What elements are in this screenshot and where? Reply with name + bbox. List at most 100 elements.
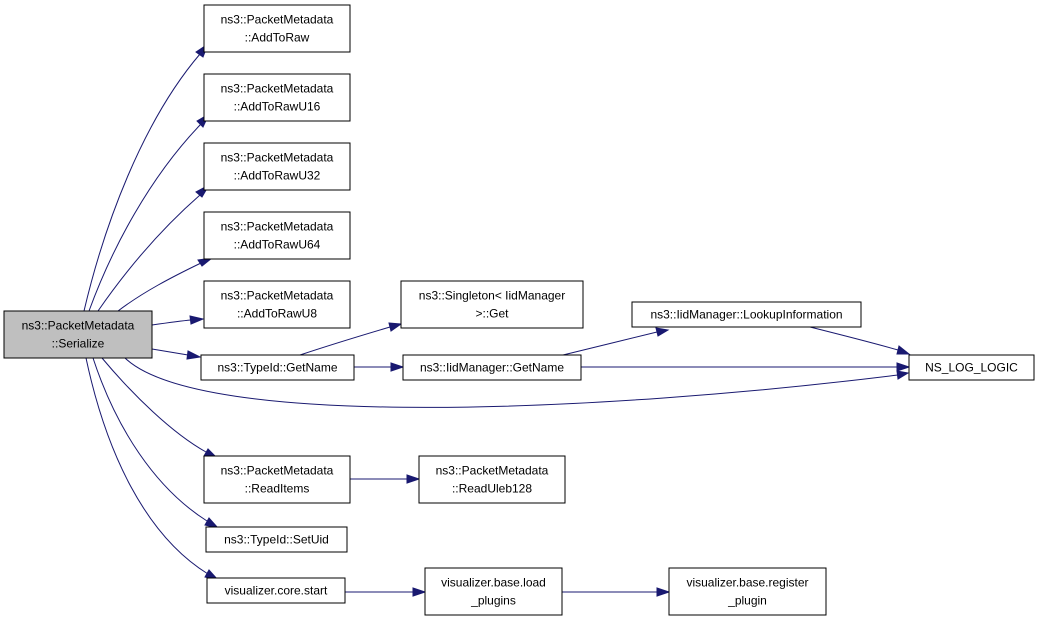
node-label: ns3::TypeId::GetName: [217, 361, 337, 375]
arrowhead-icon: [189, 315, 205, 325]
edge-line: [88, 123, 202, 312]
node-label: ns3::PacketMetadata: [221, 13, 334, 27]
node-load-plugins[interactable]: visualizer.base.load _plugins: [424, 567, 563, 616]
edge-line: [117, 262, 202, 312]
edge-serialize-to-addtorawu64: [117, 257, 214, 312]
node-label: ::AddToRawU32: [234, 169, 321, 183]
node-addtorawu32[interactable]: ns3::PacketMetadata::AddToRawU32: [203, 142, 351, 191]
edge-typeid-getname-to-singleton-get: [299, 322, 403, 356]
edge-line: [299, 326, 391, 356]
arrowhead-icon: [390, 362, 405, 372]
edge-line: [151, 348, 189, 356]
node-label: ns3::PacketMetadata: [436, 464, 549, 478]
edge-line: [83, 53, 201, 312]
node-label: ::AddToRawU64: [234, 238, 321, 252]
node-label: ns3::PacketMetadata: [221, 464, 334, 478]
node-label: visualizer.base.load: [441, 576, 546, 590]
node-label: ns3::TypeId::SetUid: [224, 533, 329, 547]
node-readuleb128[interactable]: ns3::PacketMetadata::ReadUleb128: [418, 455, 566, 504]
arrowhead-icon: [896, 370, 910, 380]
node-box: [205, 526, 348, 553]
node-box: [668, 567, 827, 616]
node-label: ns3::Singleton< IidManager: [419, 289, 565, 303]
node-box: [424, 567, 563, 616]
node-label: ns3::PacketMetadata: [221, 151, 334, 165]
arrowhead-icon: [388, 322, 403, 332]
edge-line: [85, 357, 209, 575]
node-label: ns3::IidManager::GetName: [420, 361, 564, 375]
node-ns-log-logic[interactable]: NS_LOG_LOGIC: [908, 354, 1035, 381]
edge-serialize-to-addtorawu32: [97, 183, 211, 312]
node-label: ::Serialize: [52, 337, 105, 351]
node-label: ::AddToRawU16: [234, 100, 321, 114]
node-addtorawu64[interactable]: ns3::PacketMetadata::AddToRawU64: [203, 211, 351, 260]
node-box: [203, 211, 351, 260]
node-box: [418, 455, 566, 504]
arrowhead-icon: [406, 474, 421, 484]
node-box: [3, 310, 153, 359]
node-singleton-get[interactable]: ns3::Singleton< IidManager>::Get: [400, 280, 584, 329]
node-label: visualizer.core.start: [225, 584, 328, 598]
node-label: _plugins: [470, 594, 516, 608]
node-label: ns3::PacketMetadata: [22, 319, 135, 333]
node-lookupinformation[interactable]: ns3::IidManager::LookupInformation: [631, 301, 862, 328]
node-label: _plugin: [727, 594, 767, 608]
node-box: [200, 354, 355, 381]
arrowhead-icon: [412, 587, 427, 597]
arrowhead-icon: [186, 350, 202, 360]
call-nodes: ns3::PacketMetadata::Serializens3::Packe…: [3, 4, 1035, 616]
node-box: [402, 354, 582, 381]
node-label: ::AddToRawU8: [237, 307, 317, 321]
edge-serialize-to-setuid: [92, 357, 220, 529]
edge-readitems-to-readuleb128: [350, 474, 421, 484]
node-box: [203, 142, 351, 191]
node-core-start[interactable]: visualizer.core.start: [206, 577, 346, 604]
edge-load-plugins-to-register-plugin: [562, 587, 671, 597]
node-iidmanager-getname[interactable]: ns3::IidManager::GetName: [402, 354, 582, 381]
edge-typeid-getname-to-iidmanager-getname: [354, 362, 405, 372]
edge-serialize-to-readitems: [101, 357, 219, 459]
edge-line: [809, 326, 899, 351]
edge-line: [97, 194, 201, 312]
node-label: ::ReadUleb128: [452, 482, 532, 496]
node-label: ns3::IidManager::LookupInformation: [650, 308, 842, 322]
node-box: [203, 73, 351, 122]
edge-iidmanager-getname-to-ns-log-logic: [581, 362, 911, 372]
node-addtoraw[interactable]: ns3::PacketMetadata::AddToRaw: [203, 4, 351, 53]
arrowhead-icon: [896, 362, 911, 372]
arrowhead-icon: [656, 587, 671, 597]
edge-iidmanager-getname-to-lookupinformation: [562, 327, 670, 356]
edge-line: [124, 357, 899, 408]
node-label: ::AddToRaw: [245, 31, 310, 45]
edge-serialize-to-addtoraw: [83, 42, 210, 312]
node-register-plugin[interactable]: visualizer.base.register _plugin: [668, 567, 827, 616]
node-box: [206, 577, 346, 604]
edge-lookupinformation-to-ns-log-logic: [809, 326, 911, 355]
edge-line: [101, 357, 207, 453]
edge-core-start-to-load-plugins: [345, 587, 427, 597]
node-setuid[interactable]: ns3::TypeId::SetUid: [205, 526, 348, 553]
node-box: [908, 354, 1035, 381]
node-label: ns3::PacketMetadata: [221, 289, 334, 303]
node-addtorawu8[interactable]: ns3::PacketMetadata::AddToRawU8: [203, 280, 351, 329]
node-box: [203, 455, 351, 504]
edge-serialize-to-typeid-getname: [151, 348, 202, 360]
node-serialize[interactable]: ns3::PacketMetadata::Serialize: [3, 310, 153, 359]
node-label: NS_LOG_LOGIC: [925, 361, 1018, 375]
node-box: [631, 301, 862, 328]
node-label: >::Get: [475, 307, 509, 321]
node-typeid-getname[interactable]: ns3::TypeId::GetName: [200, 354, 355, 381]
edge-serialize-to-ns-log-logic: [124, 357, 910, 408]
call-edges: [83, 42, 911, 597]
node-box: [203, 280, 351, 329]
node-label: ::ReadItems: [245, 482, 310, 496]
edge-serialize-to-addtorawu16: [88, 112, 211, 312]
arrowhead-icon: [896, 345, 911, 355]
edge-serialize-to-addtorawu8: [151, 315, 205, 326]
node-label: ns3::PacketMetadata: [221, 220, 334, 234]
node-addtorawu16[interactable]: ns3::PacketMetadata::AddToRawU16: [203, 73, 351, 122]
edge-line: [92, 357, 208, 522]
node-label: visualizer.base.register: [686, 576, 808, 590]
node-readitems[interactable]: ns3::PacketMetadata::ReadItems: [203, 455, 351, 504]
node-box: [203, 4, 351, 53]
